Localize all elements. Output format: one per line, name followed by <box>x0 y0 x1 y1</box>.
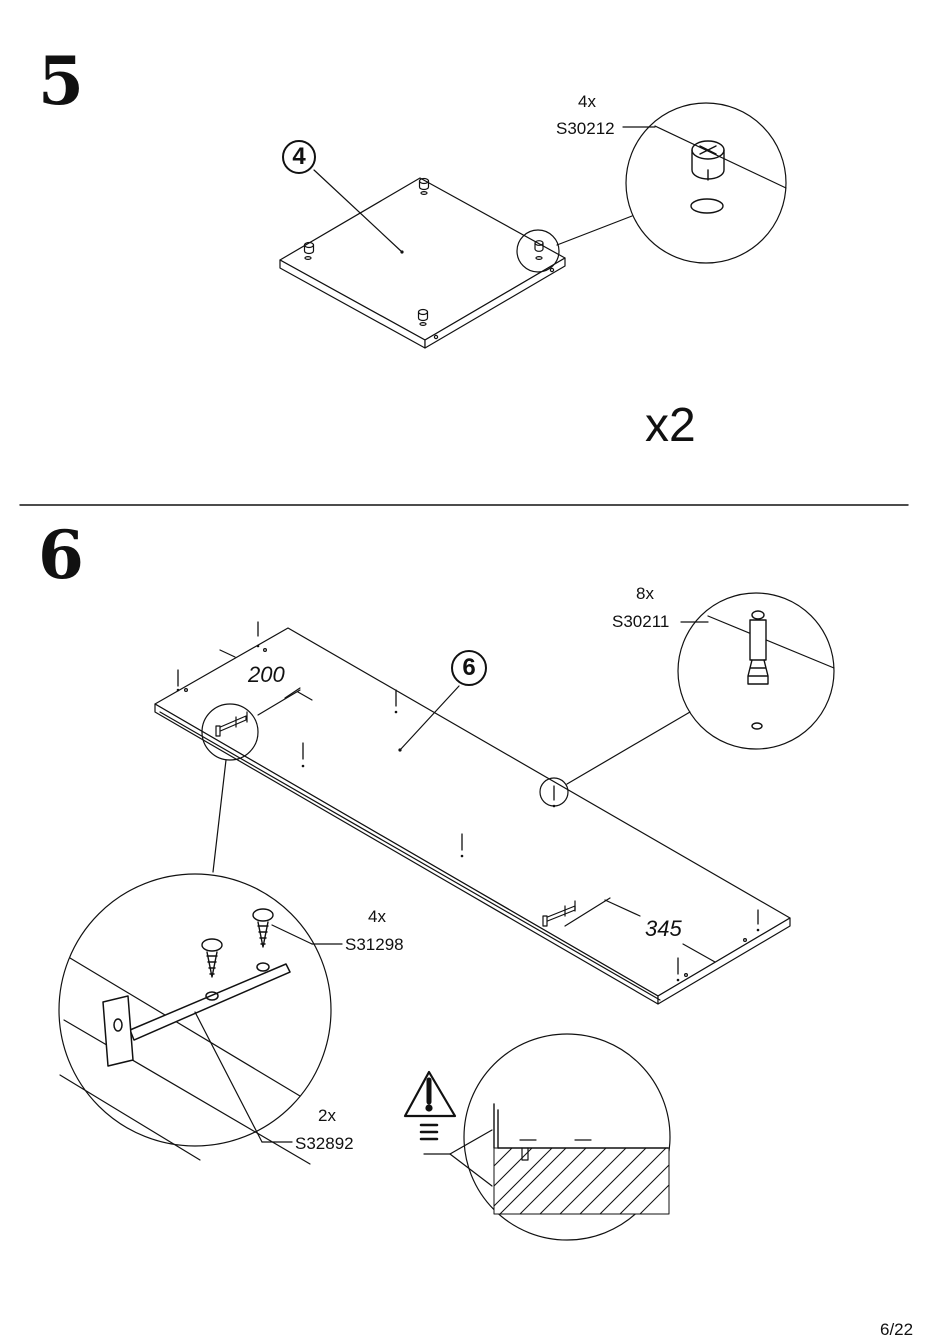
hatch-section <box>493 1147 670 1215</box>
screw-quantity: 4x <box>368 907 386 926</box>
dowel-detail-icon <box>747 610 769 730</box>
multiplier-label: x2 <box>645 399 696 452</box>
panel-callout-circle: 4 <box>282 140 316 174</box>
step6-panel-drawing <box>58 592 835 1241</box>
bracket-detail-icon <box>102 962 291 1067</box>
dowel-quantity: 8x <box>636 584 654 603</box>
dimension-left: 200 <box>248 662 285 687</box>
page-number: 6/22 <box>880 1320 914 1339</box>
panel-callout-circle: 6 <box>451 650 487 686</box>
part-code: S30212 <box>556 119 615 138</box>
warning-triangle-icon <box>403 1070 457 1141</box>
step5-panel-drawing <box>279 102 787 349</box>
cam-lock-icon <box>418 177 430 196</box>
step-number-6: 6 <box>38 516 84 594</box>
screw-detail-icon <box>201 908 274 978</box>
screw-code: S31298 <box>345 935 404 954</box>
bracket-code: S32892 <box>295 1134 354 1153</box>
dimension-right: 345 <box>645 916 682 941</box>
bracket-quantity: 2x <box>318 1106 336 1125</box>
cam-lock-detail-icon <box>690 140 725 214</box>
panel-callout-label: 6 <box>462 654 476 681</box>
cam-lock-icon <box>534 240 544 261</box>
cam-lock-icon <box>303 241 315 261</box>
step-number-5: 5 <box>38 42 84 120</box>
part-quantity: 4x <box>578 92 596 111</box>
panel-callout-label: 4 <box>292 143 306 170</box>
cam-lock-icon <box>417 308 429 327</box>
dowel-code: S30211 <box>612 612 670 631</box>
